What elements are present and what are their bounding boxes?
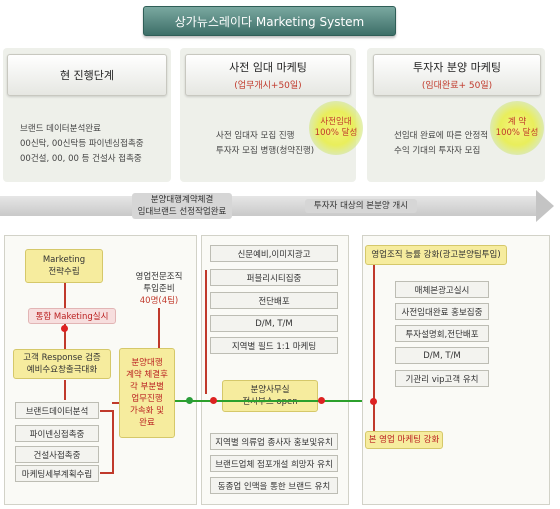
marketing-strategy-box: Marketing 전략수립 — [25, 249, 103, 283]
phase-3-header: 투자자 분양 마케팅 (임대완료+ 50일) — [373, 54, 541, 96]
phase-2-line: 사전 임대자 모집 진행 — [216, 131, 295, 141]
box-line: 예비수요창출극대화 — [26, 365, 98, 375]
right-item-box: 투자설명회,전단배포 — [395, 325, 489, 342]
right-item-box: D/M, T/M — [395, 347, 489, 364]
phase-2-body: 사전 임대자 모집 진행 투자자 모집 병행(청약진행) — [216, 129, 346, 159]
integrated-marketing-box: 통합 Maketing실시 — [28, 308, 116, 324]
flow-dot — [186, 397, 193, 404]
org-connector — [158, 308, 160, 348]
box-line: 고객 Response 검증 — [23, 353, 101, 363]
phase-3-line: 선임대 완료에 따른 안정적 — [394, 131, 489, 141]
phase-1-body: 브랜드 데이터분석완료 00신탁, 00신탁등 파이넨싱접촉중 00건설, 00… — [20, 122, 170, 167]
left-item-box: 파이넨싱접촉중 — [15, 425, 99, 442]
left-item-box: 건설사접촉중 — [15, 446, 99, 463]
right-item-box: 사전임대완료 홍보집중 — [395, 303, 489, 320]
badge-line: 100% 달성 — [314, 128, 358, 138]
phase-1-line: 브랜드 데이터분석완료 — [20, 124, 101, 134]
right-item-box: 매체본광고실시 — [395, 281, 489, 298]
timeline-label-contract: 분양대행계약체결 임대브랜드 선정작업완료 — [132, 193, 232, 219]
middle-bottom-item: 브랜드업체 점포개설 희망자 유치 — [210, 455, 338, 472]
org-setup-label: 영업전문조직 투입준비 40명(4팀) — [128, 271, 190, 307]
phase-3-achievement-badge: 계 약 100% 달성 — [490, 101, 544, 155]
middle-top-item: 전단배포 — [210, 292, 338, 309]
connector-bracket-bottom — [100, 472, 114, 474]
flow-dot — [318, 397, 325, 404]
phase-2-title: 사전 임대 마케팅 — [229, 61, 307, 74]
phase-2-line: 투자자 모집 병행(청약진행) — [216, 146, 315, 156]
org-line: 영업전문조직 — [135, 272, 183, 282]
box-line: Marketing — [42, 255, 86, 265]
connector-bracket-mid — [112, 402, 122, 404]
timeline-label-sales-start: 투자자 대상의 본분양 개시 — [305, 199, 417, 213]
phase-3-subtitle: (임대완료+ 50일) — [421, 81, 493, 91]
org-line: 40명(4팀) — [139, 296, 179, 306]
timeline-arrow-bar — [0, 196, 540, 216]
timeline-label-line: 임대브랜드 선정작업완료 — [137, 207, 227, 217]
timeline-label-line: 분양대행계약체결 — [150, 195, 214, 205]
middle-top-item: 퍼블리시티집중 — [210, 269, 338, 286]
connector-left-lower — [64, 380, 66, 400]
connector-bracket-top — [100, 410, 114, 412]
right-connector — [373, 265, 375, 440]
flow-dot — [210, 397, 217, 404]
note-line: 분양대행 — [131, 358, 163, 368]
middle-connector — [205, 270, 207, 394]
box-line: 전시부스 open — [242, 397, 298, 407]
phase-3-line: 수익 기대의 투자자 모집 — [394, 146, 481, 156]
note-line: 각 부분별 — [130, 382, 164, 392]
phase-1-line: 00신탁, 00신탁등 파이넨싱접촉중 — [20, 139, 144, 149]
phase-1-line: 00건설, 00, 00 등 건설사 접촉중 — [20, 154, 142, 164]
badge-line: 사전임대 — [320, 117, 352, 127]
timeline-arrow-head — [536, 190, 554, 222]
box-line: 전략수립 — [48, 267, 80, 277]
agency-note-box: 분양대행 계약 체결후 각 부분별 업무진행 가속화 및 완료 — [119, 348, 175, 438]
note-line: 계약 체결후 — [126, 370, 168, 380]
connector-dot — [370, 398, 377, 405]
note-line: 가속화 및 — [130, 406, 164, 416]
phase-3-title: 투자자 분양 마케팅 — [413, 61, 501, 74]
phase-2-subtitle: (업무개시+50일) — [234, 81, 302, 91]
right-header-box: 영업조직 능률 강화(광고분양팀투입) — [365, 245, 507, 265]
note-line: 업무진행 — [131, 394, 163, 404]
left-item-box: 마케팅세부계획수립 — [15, 465, 99, 482]
customer-response-box: 고객 Response 검증 예비수요창출극대화 — [13, 349, 111, 379]
diagram-title: 상가뉴스레이다 Marketing System — [143, 6, 396, 36]
left-item-box: 브랜드데이터분석 — [15, 402, 99, 419]
connector-dot — [61, 325, 68, 332]
flow-line-green — [175, 400, 445, 402]
phase-3-body: 선임대 완료에 따른 안정적 수익 기대의 투자자 모집 — [394, 129, 514, 159]
middle-bottom-item: 동종업 인맥을 통한 브랜드 유치 — [210, 477, 338, 494]
phase-1-header: 현 진행단계 — [7, 54, 167, 96]
sales-office-box: 분양사무실 전시부스 open — [222, 380, 318, 412]
connector-right-bracket — [112, 410, 114, 473]
phase-2-achievement-badge: 사전임대 100% 달성 — [309, 101, 363, 155]
phase-1-title: 현 진행단계 — [59, 69, 115, 82]
note-line: 완료 — [139, 418, 155, 428]
box-line: 분양사무실 — [250, 385, 290, 395]
middle-top-item: 신문예비,이미지광고 — [210, 245, 338, 262]
org-line: 투입준비 — [143, 284, 175, 294]
badge-line: 100% 달성 — [495, 128, 539, 138]
middle-top-item: D/M, T/M — [210, 315, 338, 332]
right-item-box: 기관리 vip고객 유치 — [395, 370, 489, 387]
right-footer-box: 본 영업 마케팅 강화 — [365, 431, 443, 449]
middle-top-item: 지역별 필드 1:1 마케팅 — [210, 337, 338, 354]
phase-2-header: 사전 임대 마케팅 (업무개시+50일) — [185, 54, 351, 96]
middle-bottom-item: 지역별 의류업 종사자 홍보및유치 — [210, 433, 338, 450]
badge-line: 계 약 — [507, 117, 527, 127]
